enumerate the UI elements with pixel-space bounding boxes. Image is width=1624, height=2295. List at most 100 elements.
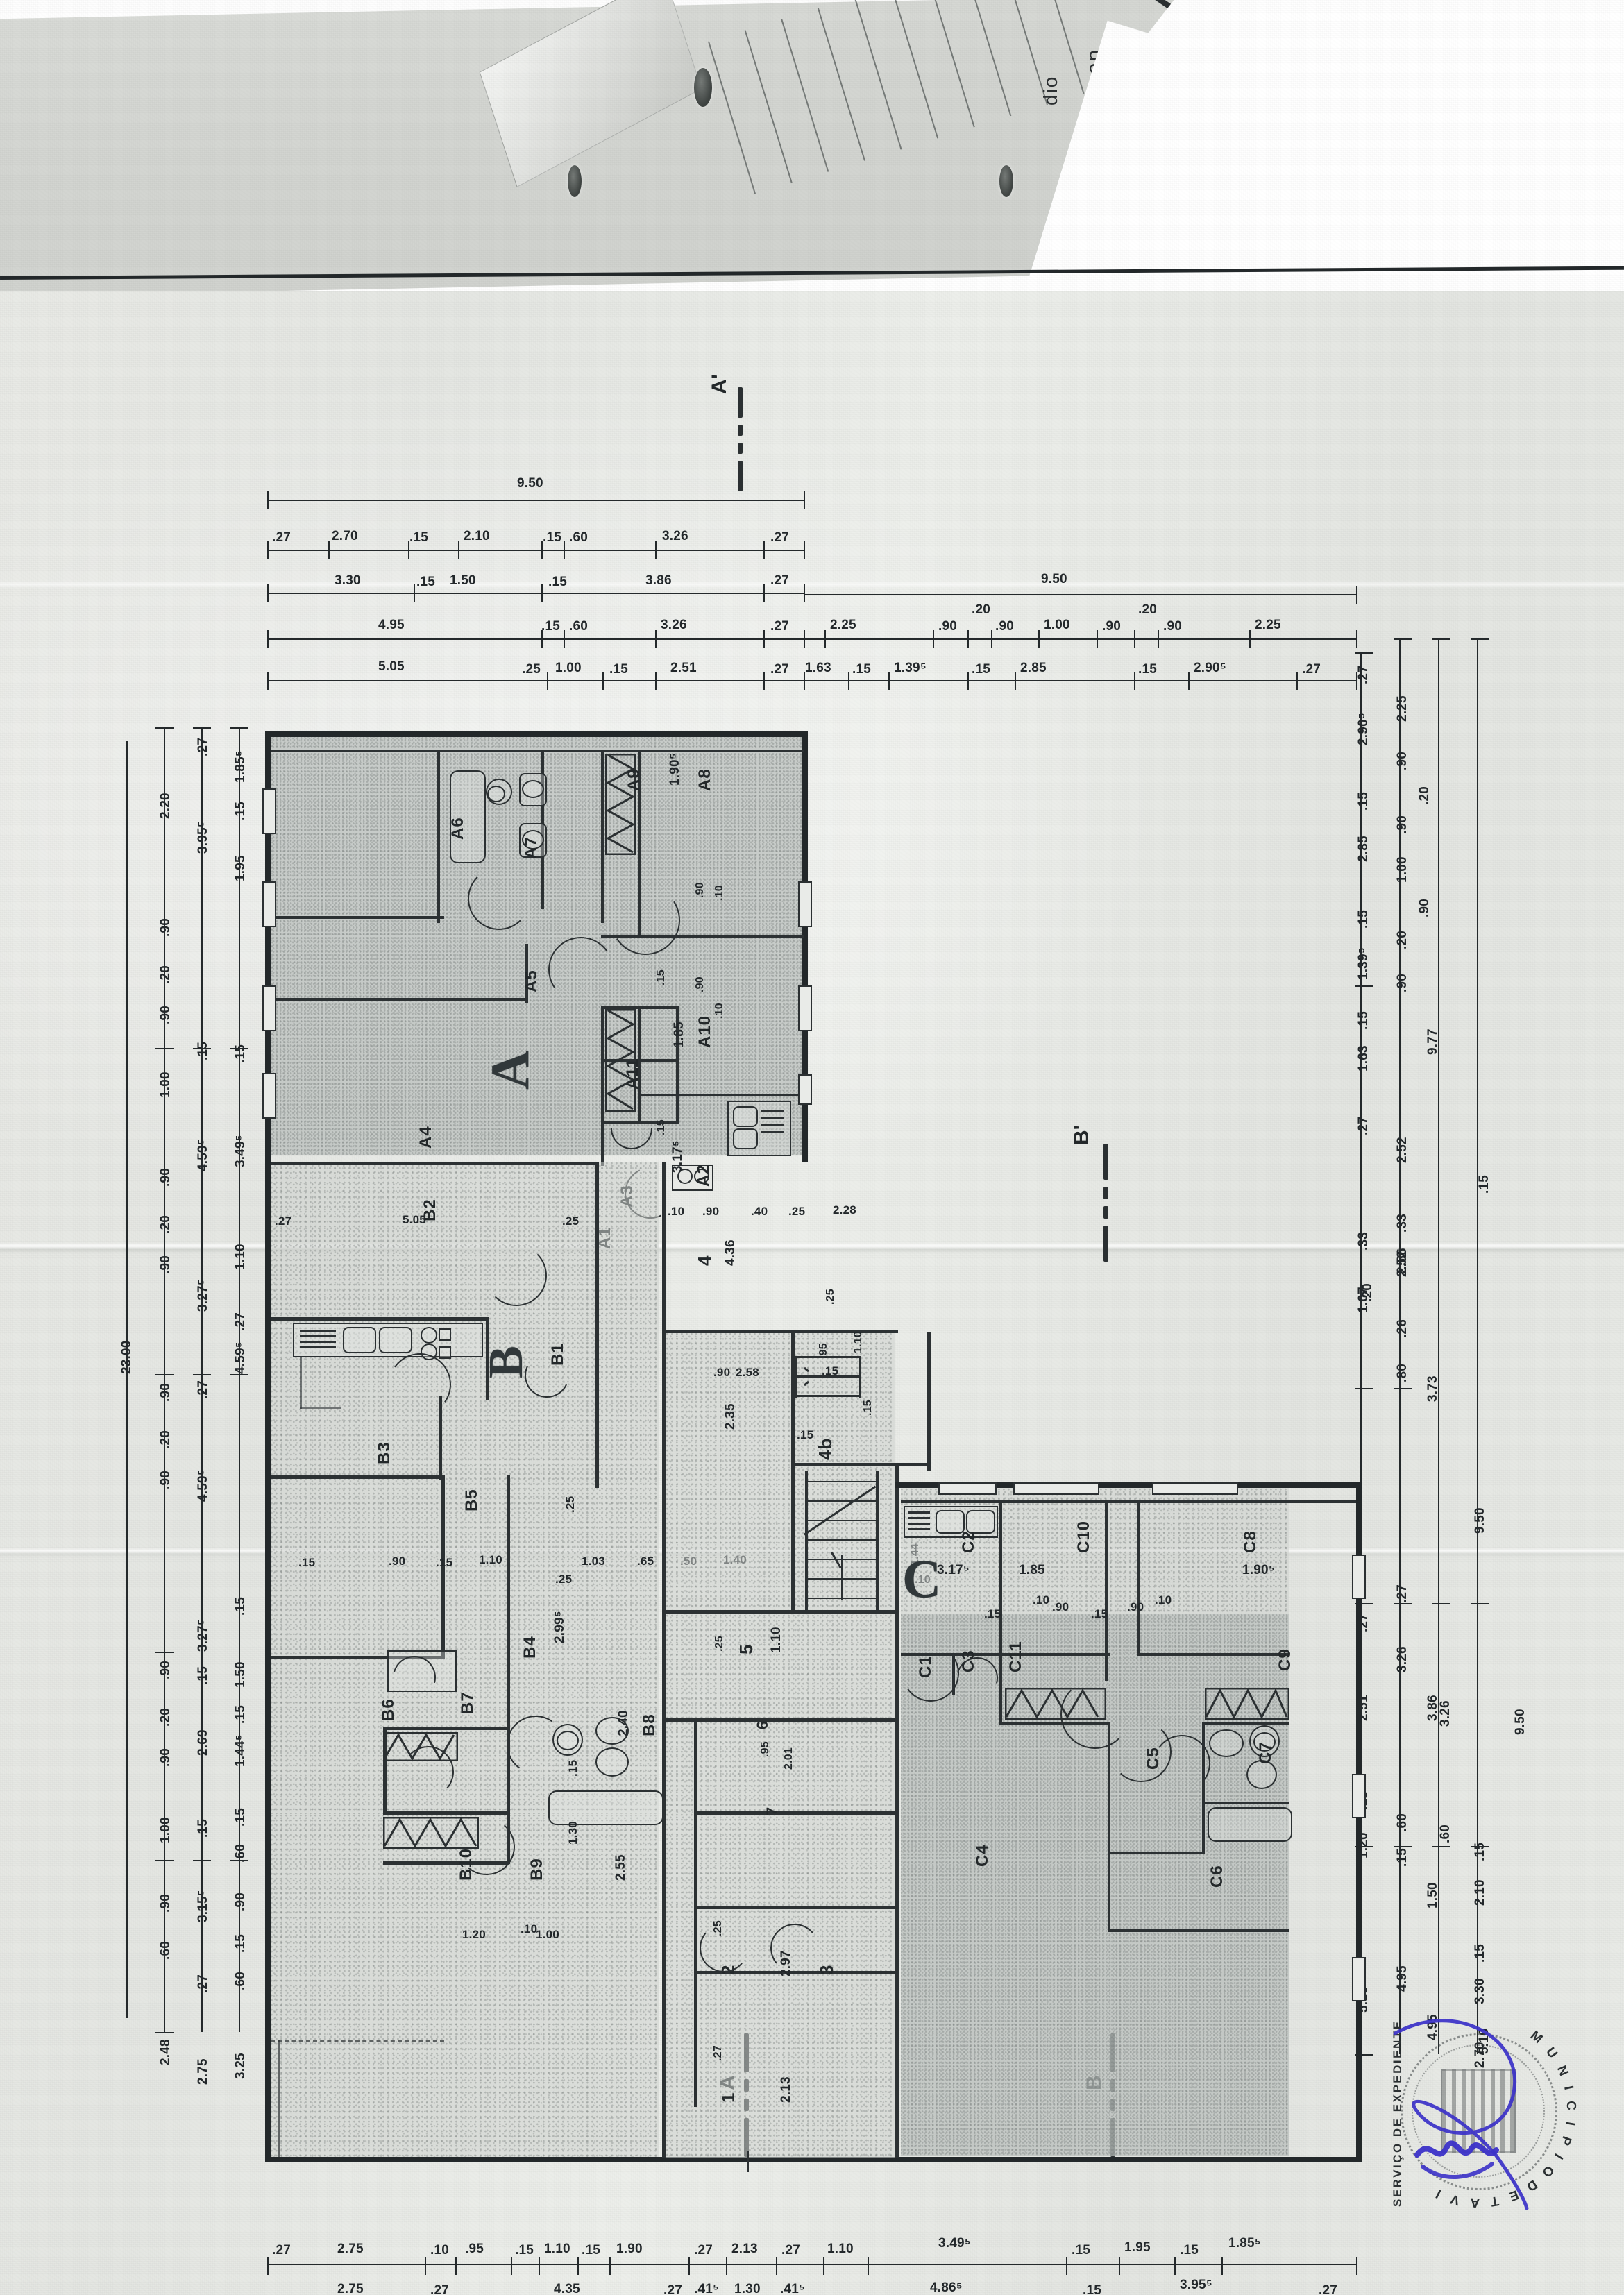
dim-b2-5: 1.30 [734,2282,761,2295]
dim-t4-7: .15 [852,662,872,677]
dim-l3-11: 3.15⁵ [196,1890,210,1922]
bathtub-a7 [450,770,486,863]
dim-l2-12: .20 [158,1707,173,1727]
dim-b1-0: .27 [272,2243,291,2258]
apartment-b-floorfill [271,1162,659,1814]
dim-r4-9: 9.50 [1513,1709,1528,1735]
dim-t4-1: .25 [522,662,541,677]
room-label-c4: C4 [973,1844,992,1867]
common-label-4: 4 [694,1255,715,1266]
dim-l3-3: 4.59⁵ [196,1139,210,1171]
dim-b2-10: .27 [1319,2283,1338,2295]
dim-r2-13: .26 [1395,1319,1410,1338]
dim-l4-8: .15 [233,1596,248,1616]
dim-l2-1: .90 [158,917,173,937]
dim-t1-4: .15 [543,530,562,545]
scan-top-edge-strip: vecen dio [0,0,1624,291]
dim-l2-3: .90 [158,1005,173,1024]
bathtub-c7 [1208,1807,1292,1842]
bathtub-b8 [548,1790,663,1825]
dim-t2-0: 3.30 [335,573,361,588]
dim-b2-3: .27 [663,2283,683,2295]
room-label-a8: A8 [695,768,714,791]
dim-r3-5: .15 [1356,1010,1371,1030]
dim-t2-2: 1.50 [450,573,476,588]
closet-a9 [605,754,636,855]
dim-r1-4: 1.50 [1426,1882,1440,1908]
dim-t3-7: .20 [972,602,991,617]
dim-b2-6: .41⁵ [780,2282,806,2295]
dim-t4-5: .27 [770,662,790,677]
dim-r2-4: .90 [1395,815,1410,834]
dim-l4-7: 4.59⁵ [233,1341,248,1374]
dim-l2-16: .60 [158,1940,173,1960]
room-label-a7: A7 [522,836,541,859]
common-label-7: 7 [763,1806,781,1815]
dim-l2-4: 1.00 [158,1072,173,1098]
dim-r2-3: .20 [1417,786,1432,805]
dim-l2-7: .90 [158,1255,173,1274]
dim-t3-0: 4.95 [378,618,405,632]
dim-l4-17: 3.25 [233,2053,248,2079]
dim-r2-8: .90 [1395,973,1410,992]
dim-l3-6: 4.59⁵ [196,1469,210,1502]
dim-r2-11: 2.66 [1395,1248,1410,1274]
room-label-c6: C6 [1208,1865,1226,1888]
room-label-b6: B6 [379,1698,398,1721]
dim-t3-8: .90 [995,619,1015,634]
common-circulation-fill [666,1332,895,2158]
dim-b1-7: 1.90 [616,2242,643,2256]
room-label-b7: B7 [458,1691,477,1714]
dim-l2-10: .90 [158,1470,173,1489]
apartment-b-floorfill-lower [271,1814,659,2161]
room-label-c5: C5 [1144,1747,1162,1770]
dim-t3-10: .90 [1102,619,1122,634]
common-label-4b: 4b [815,1437,836,1460]
dim-l4-5: 1.10 [233,1244,248,1270]
dim-r4-8: .15 [1477,1174,1491,1194]
dim-b1-9: 2.13 [731,2242,758,2256]
closet-c9 [1205,1688,1289,1720]
dim-r4-2: 3.30 [1473,1978,1487,2004]
dim-l3-2: .15 [196,1041,210,1060]
dim-t1-6: 3.26 [662,529,688,543]
dim-l2-17: 2.48 [158,2039,173,2065]
dim-t4-12: 2.90⁵ [1194,661,1226,675]
room-label-a2: A2 [694,1164,713,1187]
dim-t4-13: .27 [1302,662,1321,677]
room-dim-c2: 3.17⁵ [937,1563,970,1577]
room-label-c8: C8 [1241,1530,1260,1553]
dim-l3-0: .27 [196,737,210,756]
dim-l4-9: 1.50 [233,1661,248,1688]
dim-l4-6: .27 [233,1312,248,1331]
dim-r2-6: .90 [1417,898,1432,917]
dim-t1-2: .15 [409,530,429,545]
dim-t2-5: .27 [770,573,790,588]
common-dim-6: .95 [759,1741,771,1757]
apartment-c-floorfill-top [901,1488,1289,1614]
dim-r3-9: 1.07 [1356,1287,1371,1313]
dim-l4-0: 1.85⁵ [233,750,248,783]
dim-r2-17: .60 [1395,1813,1410,1832]
common-dim-1: 2.13 [779,2076,793,2103]
dim-t1-1: 2.70 [332,529,358,543]
dim-t2-1: .15 [416,575,436,589]
svg-text:M U N I C I P I O D E T A: M U N I C I P I O D E T A V I R A [1374,2006,1578,2210]
dim-t3-13: 2.25 [1255,618,1281,632]
dim-t3-5: 2.25 [830,618,856,632]
dim-l2-2: .20 [158,965,173,984]
room-dim-a8: 1.90⁵ [668,753,682,786]
dim-l4-11: 1.44⁵ [233,1734,248,1767]
room-dim-b4: 2.99⁵ [552,1611,567,1643]
dim-r3-3: .15 [1356,909,1371,929]
room-label-c10: C10 [1074,1520,1093,1553]
common-label-6: 6 [754,1720,771,1729]
room-dim-b9: 2.55 [614,1854,628,1881]
room-label-b9: B9 [527,1858,546,1881]
dim-r2-9: 2.52 [1395,1137,1410,1163]
dim-r2-2: .90 [1395,751,1410,770]
dim-t3-2: .60 [569,619,589,634]
closet-a11 [605,1009,636,1112]
dim-r3-2: 2.85 [1356,836,1371,862]
dim-l3-9: 2.69 [196,1729,210,1756]
